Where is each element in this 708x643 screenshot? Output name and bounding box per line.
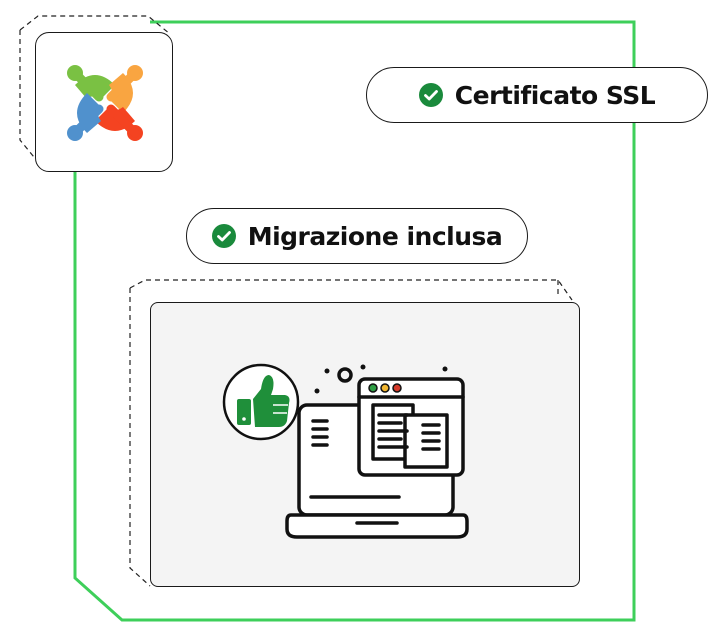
illustration-panel [150, 302, 580, 587]
joomla-logo-icon [67, 65, 143, 141]
check-circle-icon [418, 83, 443, 107]
thumbs-up-icon [222, 363, 300, 441]
ssl-certificate-label: Certificato SSL [454, 80, 656, 110]
logo-tile-dashed-shadow [19, 15, 171, 163]
migration-included-badge: Migrazione inclusa [186, 208, 528, 264]
ssl-certificate-badge: Certificato SSL [366, 67, 708, 123]
screen-dashed-shadow [129, 279, 573, 587]
green-outline [73, 20, 636, 622]
laptop-illustration [222, 363, 469, 539]
migration-included-label: Migrazione inclusa [247, 221, 503, 251]
check-circle-icon [211, 224, 236, 248]
joomla-logo-tile [35, 32, 173, 172]
